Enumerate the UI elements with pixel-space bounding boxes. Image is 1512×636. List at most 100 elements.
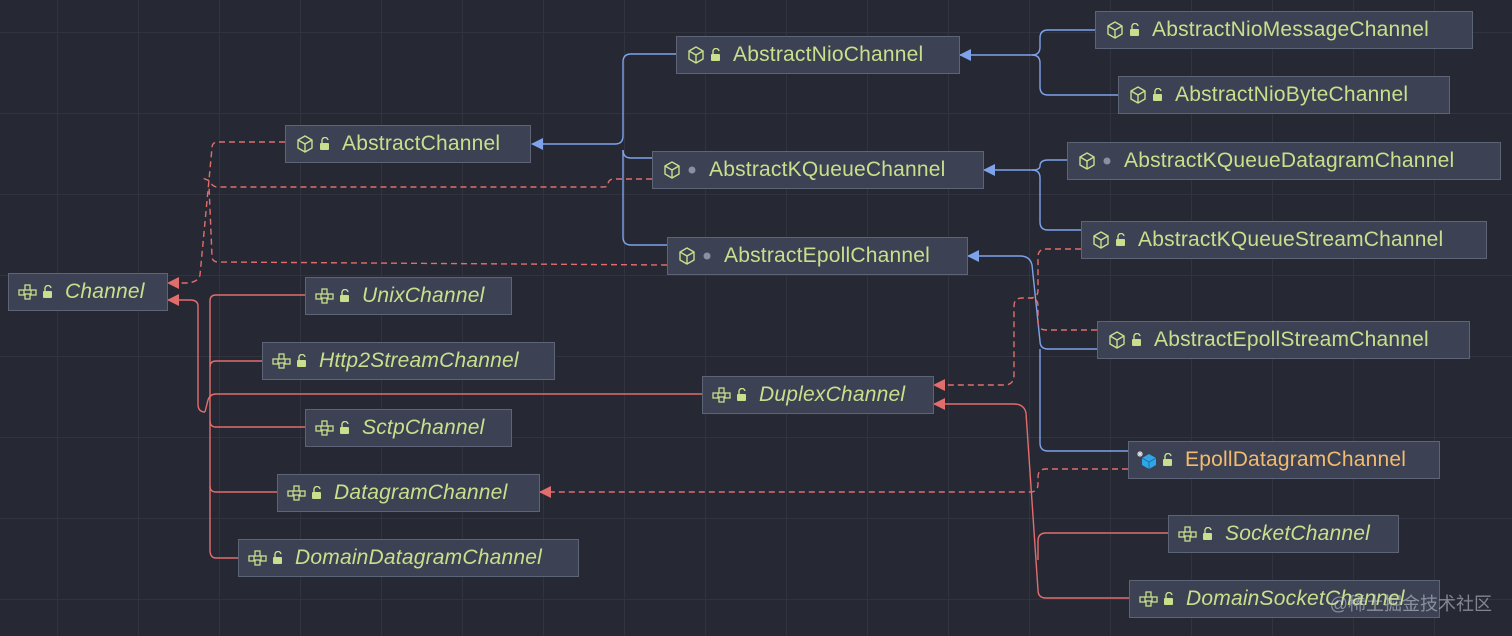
unlocked-icon: [707, 45, 725, 65]
node-abstract-channel[interactable]: AbstractChannel: [285, 125, 531, 163]
node-label: Http2StreamChannel: [319, 349, 519, 372]
node-label: AbstractKQueueDatagramChannel: [1124, 149, 1455, 172]
node-label: AbstractNioByteChannel: [1175, 83, 1409, 106]
unlocked-icon: [269, 548, 287, 568]
package-private-icon: [683, 160, 701, 180]
unlocked-icon: [733, 385, 751, 405]
node-domain-socket-channel[interactable]: DomainSocketChannel: [1129, 580, 1440, 618]
node-socket-channel[interactable]: SocketChannel: [1168, 515, 1399, 553]
interface-icon: [17, 282, 39, 302]
edge-epollstream-abstractepoll: [967, 250, 1097, 350]
edge-abstractnio-abstractchannel: [531, 53, 676, 150]
node-abstract-nio-byte-channel[interactable]: AbstractNioByteChannel: [1118, 76, 1450, 114]
node-label: AbstractNioMessageChannel: [1152, 18, 1429, 41]
abstract-class-icon: [685, 45, 707, 65]
interface-icon: [314, 286, 336, 306]
node-epoll-datagram-channel[interactable]: EpollDatagramChannel: [1128, 441, 1440, 479]
unlocked-icon: [293, 351, 311, 371]
abstract-class-icon: [661, 160, 683, 180]
unlocked-icon: [39, 282, 57, 302]
package-private-icon: [1098, 151, 1116, 171]
node-datagram-channel[interactable]: DatagramChannel: [277, 474, 540, 512]
interface-icon: [314, 418, 336, 438]
node-abstract-kqueue-stream-channel[interactable]: AbstractKQueueStreamChannel: [1081, 221, 1487, 259]
unlocked-icon: [336, 286, 354, 306]
interface-icon: [271, 351, 293, 371]
edge-group-channel: [167, 294, 206, 413]
unlocked-icon: [1149, 85, 1167, 105]
abstract-class-icon: [1090, 230, 1112, 250]
node-label: DuplexChannel: [759, 383, 906, 406]
unlocked-icon: [336, 418, 354, 438]
node-http2-stream-channel[interactable]: Http2StreamChannel: [262, 342, 555, 380]
node-label: UnixChannel: [362, 284, 485, 307]
node-domain-datagram-channel[interactable]: DomainDatagramChannel: [238, 539, 579, 577]
unlocked-icon: [1159, 450, 1177, 470]
edge-socket-duplex: [1037, 532, 1168, 560]
edge-abstractkqueue-abstractchannel: [622, 149, 652, 159]
watermark: @稀土掘金技术社区: [1329, 594, 1492, 614]
node-label: AbstractNioChannel: [733, 43, 924, 66]
node-sctp-channel[interactable]: SctpChannel: [305, 409, 512, 447]
edge-abstractepoll-channel: [208, 185, 668, 266]
node-label: AbstractKQueueStreamChannel: [1138, 228, 1444, 251]
edge-domainsocket-duplex: [933, 398, 1129, 599]
node-abstract-epoll-channel[interactable]: AbstractEpollChannel: [667, 237, 968, 275]
node-label: DomainDatagramChannel: [295, 546, 542, 569]
package-private-icon: [698, 246, 716, 266]
node-label: EpollDatagramChannel: [1185, 448, 1407, 471]
final-class-icon: [1137, 450, 1159, 470]
edge-kqueuestream-abstractkqueue: [1031, 169, 1081, 231]
edge-abstractkqueue-channel: [199, 176, 652, 188]
edge-kqueuedatagram-abstractkqueue: [983, 159, 1067, 176]
node-label: SocketChannel: [1225, 522, 1371, 545]
edge-niobyte-abstractnio: [1031, 54, 1118, 96]
interface-icon: [286, 483, 308, 503]
node-unix-channel[interactable]: UnixChannel: [305, 277, 512, 315]
node-abstract-kqueue-datagram-channel[interactable]: AbstractKQueueDatagramChannel: [1067, 142, 1501, 180]
node-abstract-nio-channel[interactable]: AbstractNioChannel: [676, 36, 960, 74]
node-label: DomainSocketChannel: [1186, 587, 1405, 610]
edge-kqueuestream-duplex: [933, 248, 1081, 391]
unlocked-icon: [1112, 230, 1130, 250]
interface-icon: [1138, 589, 1160, 609]
node-label: Channel: [65, 280, 145, 303]
abstract-class-icon: [1076, 151, 1098, 171]
unlocked-icon: [1160, 589, 1178, 609]
unlocked-icon: [308, 483, 326, 503]
edge-datagram-channel: [209, 485, 277, 493]
edge-epolldatagram-datagram: [539, 468, 1128, 498]
interface-icon: [1177, 524, 1199, 544]
abstract-class-icon: [676, 246, 698, 266]
interface-icon: [711, 385, 733, 405]
node-abstract-kqueue-channel[interactable]: AbstractKQueueChannel: [652, 151, 984, 189]
abstract-class-icon: [294, 134, 316, 154]
node-abstract-epoll-stream-channel[interactable]: AbstractEpollStreamChannel: [1097, 321, 1470, 359]
abstract-class-icon: [1106, 330, 1128, 350]
edge-duplex-channel: [204, 393, 702, 413]
node-label: SctpChannel: [362, 416, 485, 439]
node-label: AbstractKQueueChannel: [709, 158, 946, 181]
edge-http2-channel: [209, 360, 262, 368]
node-channel[interactable]: Channel: [8, 273, 168, 311]
unlocked-icon: [316, 134, 334, 154]
edge-sctp-channel: [209, 420, 305, 428]
edge-abstractepoll-abstractchannel: [622, 150, 667, 246]
abstract-class-icon: [1104, 20, 1126, 40]
edge-abstractchannel-channel: [167, 141, 285, 289]
edge-epollstream-duplex: [1029, 297, 1097, 331]
abstract-class-icon: [1127, 85, 1149, 105]
unlocked-icon: [1126, 20, 1144, 40]
edge-niomessage-abstractnio: [959, 29, 1095, 61]
interface-icon: [247, 548, 269, 568]
node-label: AbstractEpollChannel: [724, 244, 930, 267]
node-label: DatagramChannel: [334, 481, 508, 504]
edge-unix-channel: [209, 294, 305, 559]
unlocked-icon: [1199, 524, 1217, 544]
node-abstract-nio-message-channel[interactable]: AbstractNioMessageChannel: [1095, 11, 1473, 49]
node-duplex-channel[interactable]: DuplexChannel: [702, 376, 934, 414]
node-label: AbstractEpollStreamChannel: [1154, 328, 1429, 351]
unlocked-icon: [1128, 330, 1146, 350]
